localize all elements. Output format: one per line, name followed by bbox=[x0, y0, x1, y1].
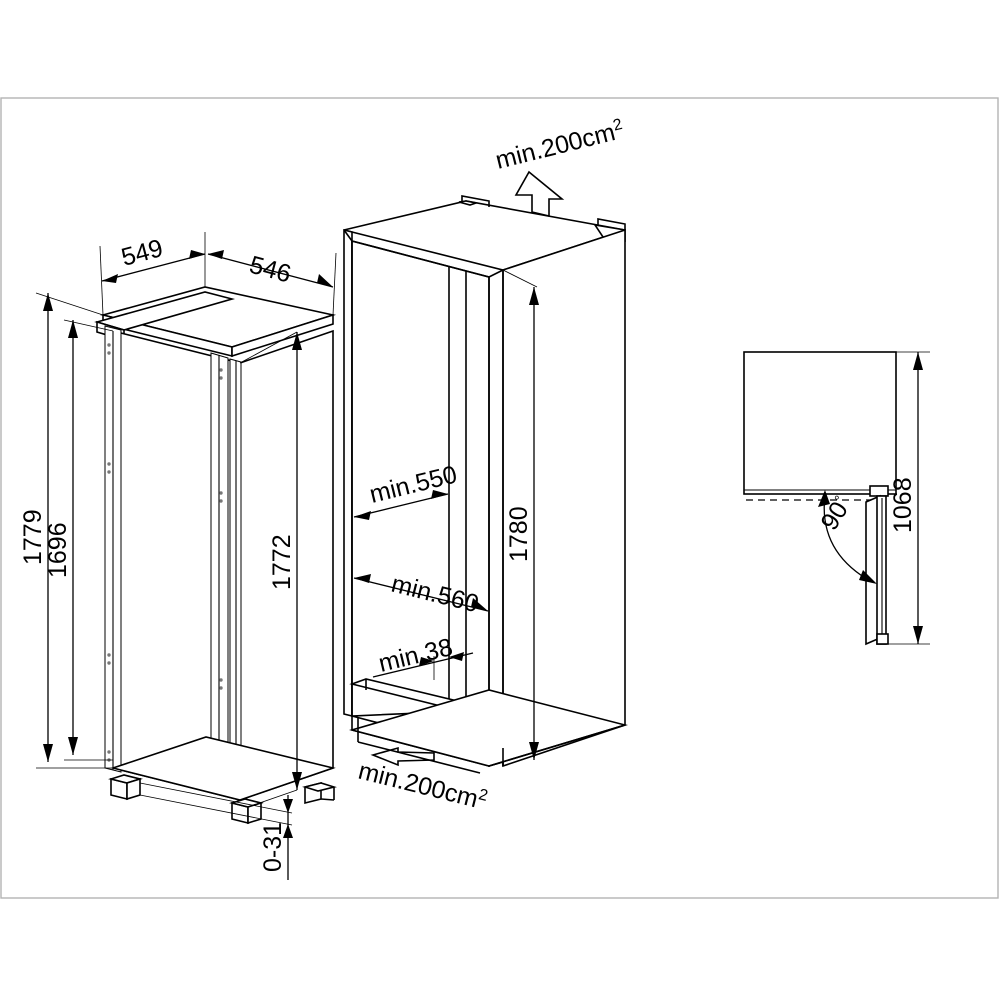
arrow-1772-top bbox=[292, 332, 302, 350]
vent-top-label: min.200cm2 bbox=[493, 116, 627, 175]
arrow-549-right bbox=[189, 250, 205, 259]
hinge-dot bbox=[219, 686, 223, 690]
hinge-dot bbox=[219, 368, 223, 372]
dim-line-549 bbox=[101, 253, 206, 282]
hinge-dot bbox=[107, 462, 111, 466]
arrow-1780-top bbox=[529, 287, 539, 305]
hinge-dot bbox=[219, 499, 223, 503]
vent-arrow-top bbox=[514, 170, 565, 218]
door-leaf-bottom-block bbox=[876, 633, 889, 645]
arrow-1779-top bbox=[43, 293, 53, 311]
dim-label-546: 546 bbox=[246, 251, 293, 289]
dimension-1779: 1779 bbox=[19, 292, 113, 769]
niche-base-front-edge bbox=[488, 724, 626, 767]
arrow-min550-left bbox=[354, 511, 371, 520]
arrow-1779-bottom bbox=[43, 744, 53, 762]
vent-arrow-bottom bbox=[370, 746, 435, 767]
ext-line-549-left bbox=[99, 245, 104, 316]
appliance-foot-rear-bottom bbox=[320, 798, 335, 801]
niche-view: min.200cm2 min.200cm2 min.550 min.560 mi… bbox=[343, 116, 628, 816]
arrow-1068-bottom bbox=[913, 626, 923, 644]
arrow-min560-left bbox=[354, 574, 371, 583]
door-cabinet-body bbox=[743, 351, 897, 495]
dimension-0-31: 0-31 bbox=[139, 782, 293, 880]
appliance-foot-front-left-side bbox=[126, 777, 141, 801]
hinge-dot bbox=[219, 376, 223, 380]
dim-label-1068: 1068 bbox=[889, 477, 917, 533]
page-border bbox=[0, 97, 999, 899]
niche-left-outer-face bbox=[343, 228, 353, 718]
vent-bottom-label: min.200cm2 bbox=[356, 757, 490, 816]
arrow-swing-end bbox=[859, 570, 877, 584]
arrow-1772-bottom bbox=[292, 772, 302, 790]
arrow-1780-bottom bbox=[529, 742, 539, 760]
ext-line-1772-bottom bbox=[247, 789, 298, 808]
dim-label-1779: 1779 bbox=[19, 509, 47, 565]
hinge-dot bbox=[219, 678, 223, 682]
ext-line-1772-top bbox=[239, 331, 298, 364]
dimension-1772: 1772 bbox=[239, 331, 302, 808]
hinge-dot bbox=[107, 653, 111, 657]
door-hinge-block bbox=[869, 485, 889, 497]
dim-label-1780: 1780 bbox=[505, 506, 533, 562]
arrow-min38-left bbox=[419, 657, 434, 666]
ext-line-0-31-lower bbox=[139, 794, 293, 826]
vent-top-indicator: min.200cm2 bbox=[493, 116, 627, 218]
hinge-dot bbox=[107, 661, 111, 665]
niche-top-notch-left bbox=[458, 200, 480, 206]
arrow-1696-top bbox=[68, 320, 78, 338]
arrow-min38-right bbox=[449, 652, 464, 661]
niche-plinth-inner-bottom bbox=[357, 741, 481, 774]
dim-label-0-31: 0-31 bbox=[259, 822, 287, 872]
dim-label-1696: 1696 bbox=[44, 522, 72, 578]
ext-line-0-31-upper bbox=[139, 782, 293, 814]
dimension-1696: 1696 bbox=[44, 319, 114, 761]
niche-top-notch-right-outline bbox=[597, 218, 626, 230]
ext-line-546-right bbox=[332, 252, 337, 316]
arrow-1068-top bbox=[913, 352, 923, 370]
ext-line-1696-top bbox=[63, 319, 114, 332]
hinge-dot bbox=[107, 343, 111, 347]
dim-label-1772: 1772 bbox=[268, 534, 296, 590]
niche-top-inner-edge bbox=[343, 229, 504, 278]
dimension-1780: 1780 bbox=[502, 269, 539, 760]
dimension-546: 546 bbox=[207, 250, 337, 316]
appliance-base-plate bbox=[110, 736, 336, 801]
dimension-1068: 1068 bbox=[888, 351, 930, 645]
arrow-min550-right bbox=[431, 490, 448, 499]
arrow-1696-bottom bbox=[68, 737, 78, 755]
niche-top-notch-outline bbox=[461, 195, 490, 207]
arrow-546-left bbox=[208, 250, 224, 259]
niche-right-outer-face bbox=[502, 228, 626, 768]
arrow-min560-right bbox=[471, 598, 488, 611]
arrow-0-31-bottom bbox=[283, 824, 293, 838]
hinge-dot bbox=[107, 750, 111, 754]
hinge-dot bbox=[219, 491, 223, 495]
arrow-0-31-top bbox=[283, 799, 293, 813]
arrow-546-right bbox=[317, 274, 333, 287]
appliance-view: 549 546 1779 1696 bbox=[19, 232, 337, 880]
dim-line-546 bbox=[207, 253, 334, 288]
arrow-swing-start bbox=[818, 490, 830, 507]
hinge-dot bbox=[107, 470, 111, 474]
hinge-dot bbox=[107, 351, 111, 355]
appliance-top-right-edge bbox=[231, 313, 334, 358]
arrow-549-left bbox=[102, 274, 118, 283]
dim-line-min560 bbox=[353, 577, 489, 612]
ext-line-1780-top bbox=[502, 269, 538, 288]
door-detail-view: 90° 1068 bbox=[743, 351, 930, 646]
